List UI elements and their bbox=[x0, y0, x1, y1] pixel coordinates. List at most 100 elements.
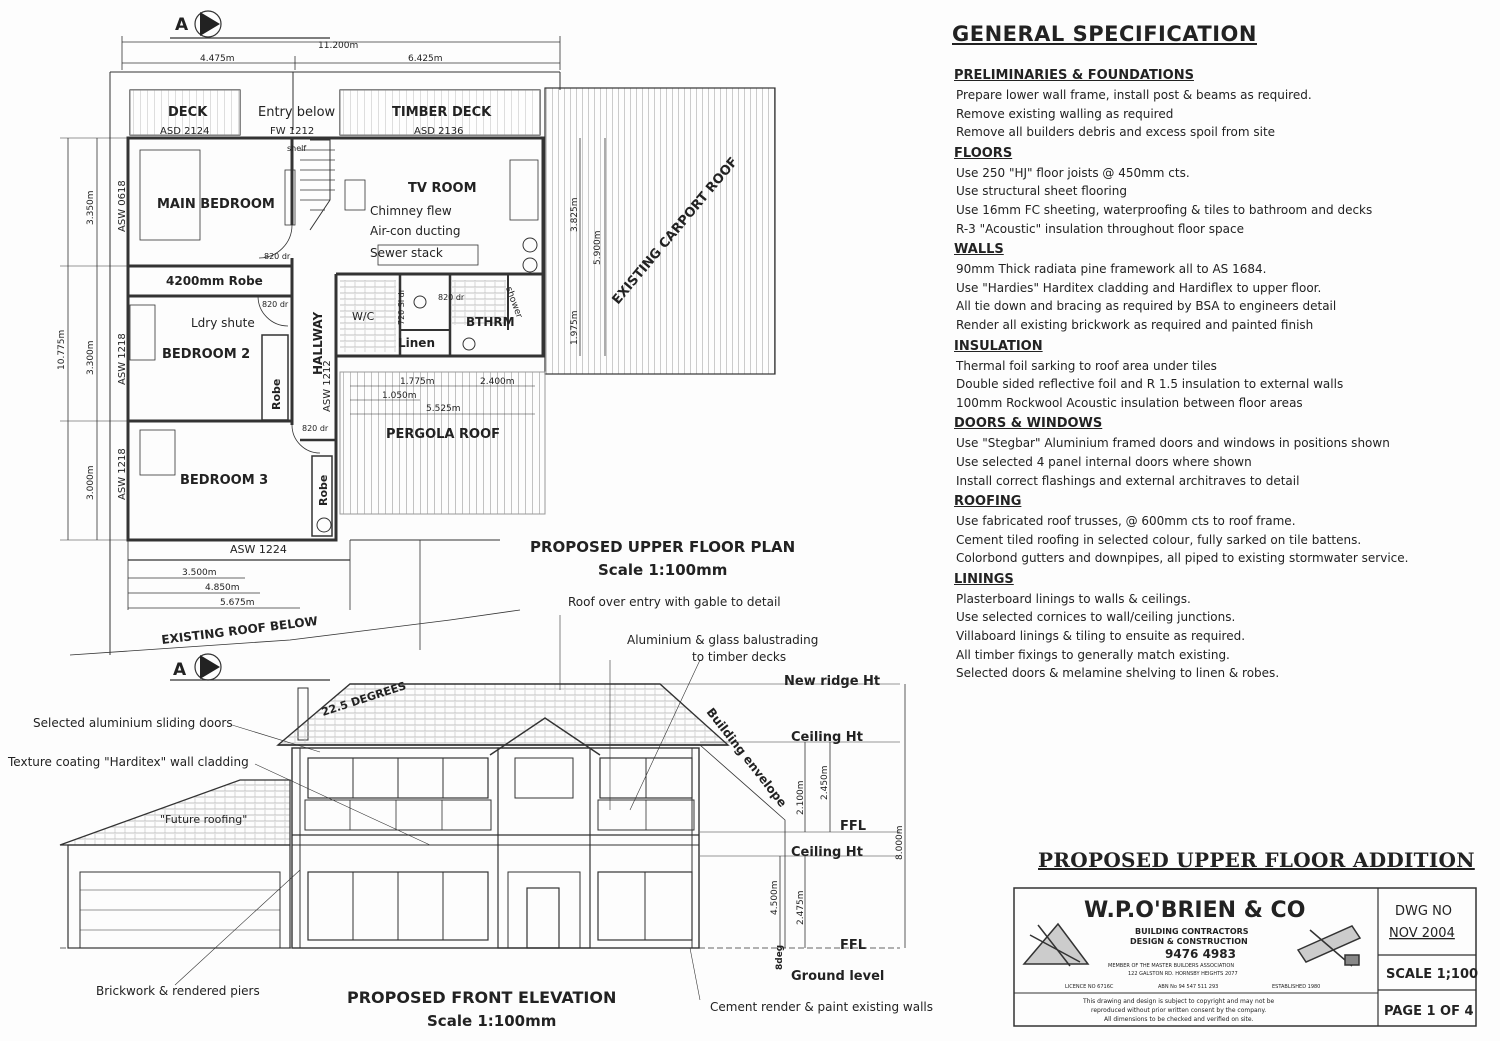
dwg-date: NOV 2004 bbox=[1389, 926, 1455, 941]
company-established: ESTABLISHED 1980 bbox=[1272, 984, 1320, 990]
spec-line: Use fabricated roof trusses, @ 600mm cts… bbox=[956, 514, 1296, 529]
spec-line: Remove all builders debris and excess sp… bbox=[956, 125, 1276, 140]
label-main-bedroom: MAIN BEDROOM bbox=[157, 197, 275, 212]
label-asw-0618: ASW 0618 bbox=[117, 180, 128, 232]
hammer-saw-logo-icon bbox=[1296, 925, 1362, 967]
label-door-2: 820 dr bbox=[262, 300, 289, 309]
section-marker-a-bottom: A bbox=[173, 660, 187, 680]
label-linen: Linen bbox=[398, 336, 435, 350]
drawing-title: PROPOSED UPPER FLOOR ADDITION bbox=[1038, 848, 1475, 872]
spec-line: All tie down and bracing as required by … bbox=[956, 299, 1337, 314]
label-timber-deck: TIMBER DECK bbox=[392, 105, 492, 120]
spec-line: Cement tiled roofing in selected colour,… bbox=[956, 532, 1362, 547]
title-block bbox=[1013, 887, 1477, 1027]
spec-line: Install correct flashings and external a… bbox=[956, 473, 1300, 488]
spec-line: Use 250 "HJ" floor joists @ 450mm cts. bbox=[956, 165, 1190, 180]
spec-line: 100mm Rockwool Acoustic insulation betwe… bbox=[956, 395, 1303, 410]
label-robe-1: Robe bbox=[270, 379, 283, 410]
dim-width-right: 6.425m bbox=[408, 54, 443, 64]
spec-heading: ROOFING bbox=[954, 494, 1022, 510]
spec-sections: PRELIMINARIES & FOUNDATIONS Prepare lower… bbox=[950, 68, 1490, 683]
section-marker-bottom bbox=[170, 653, 330, 681]
label-bedroom-3: BEDROOM 3 bbox=[180, 473, 268, 488]
floor-plan bbox=[60, 10, 776, 656]
label-wc: W/C bbox=[352, 310, 375, 323]
spec-section: ROOFING Use fabricated roof trusses, @ 60… bbox=[954, 494, 1490, 568]
dim-left-total: 10.775m bbox=[57, 330, 67, 370]
spec-line: R-3 "Acoustic" insulation throughout flo… bbox=[956, 221, 1245, 236]
spec-line: Prepare lower wall frame, install post &… bbox=[956, 88, 1312, 102]
dim-bottom-1: 3.500m bbox=[182, 568, 217, 578]
dim-left-3: 3.000m bbox=[86, 465, 96, 500]
company-phone: 9476 4983 bbox=[1165, 947, 1236, 961]
note-brickwork: Brickwork & rendered piers bbox=[96, 984, 260, 998]
company-member: MEMBER OF THE MASTER BUILDERS ASSOCIATIO… bbox=[1108, 963, 1234, 969]
level-ground: Ground level bbox=[791, 969, 884, 984]
label-sewer: Sewer stack bbox=[370, 246, 443, 260]
spec-heading: PRELIMINARIES & FOUNDATIONS bbox=[954, 68, 1194, 83]
label-asw-1218-b: ASW 1218 bbox=[117, 448, 128, 500]
copyright-2: reproduced without prior written consent… bbox=[1091, 1007, 1266, 1014]
floor-plan-scale: Scale 1:100mm bbox=[598, 561, 727, 579]
spec-title: GENERAL SPECIFICATION bbox=[952, 22, 1257, 46]
note-building-envelope: Building envelope bbox=[704, 705, 790, 809]
general-specification: GENERAL SPECIFICATION PRELIMINARIES & FO… bbox=[950, 22, 1490, 687]
dwg-page: PAGE 1 OF 4 bbox=[1384, 1004, 1474, 1019]
label-shelf: shelf bbox=[287, 144, 306, 153]
label-existing-roof: EXISTING ROOF BELOW bbox=[161, 614, 319, 647]
spec-line: Use "Hardies" Harditex cladding and Hard… bbox=[956, 280, 1322, 295]
label-asd-left: ASD 2124 bbox=[160, 126, 210, 137]
dwg-no-label: DWG NO bbox=[1395, 904, 1452, 919]
company-abn: ABN No 94 547 511 293 bbox=[1158, 984, 1218, 990]
level-ceiling-upper: Ceiling Ht bbox=[791, 730, 863, 745]
spec-line: Use selected 4 panel internal doors wher… bbox=[956, 454, 1252, 469]
label-deck: DECK bbox=[168, 105, 208, 120]
label-chimney: Chimney flew bbox=[370, 204, 452, 218]
label-bedroom-2: BEDROOM 2 bbox=[162, 347, 250, 362]
dwg-scale: SCALE 1;100 bbox=[1386, 967, 1478, 982]
label-entry-below: Entry below bbox=[258, 105, 336, 120]
label-asw-1212: ASW 1212 bbox=[322, 360, 333, 412]
label-fw: FW 1212 bbox=[270, 126, 314, 137]
label-hallway: HALLWAY bbox=[311, 311, 325, 375]
spec-line: Remove existing walling as required bbox=[956, 106, 1174, 121]
spec-line: 90mm Thick radiata pine framework all to… bbox=[956, 262, 1267, 277]
dim-bottom-2: 4.850m bbox=[205, 583, 240, 593]
spec-line: Use 16mm FC sheeting, waterproofing & ti… bbox=[956, 202, 1373, 217]
dim-right-total: 5.900m bbox=[593, 230, 603, 265]
level-new-ridge: New ridge Ht bbox=[784, 674, 880, 689]
company-licence: LICENCE NO 6716C bbox=[1065, 984, 1114, 990]
label-sl-dr: 720 Sl dr bbox=[397, 288, 406, 325]
dim-left-1: 3.350m bbox=[86, 190, 96, 225]
level-ffl-lower: FFL bbox=[840, 938, 866, 953]
dim-8deg: 8deg bbox=[775, 945, 785, 970]
dim-2100: 2.100m bbox=[796, 780, 806, 815]
spec-line: Render all existing brickwork as require… bbox=[956, 317, 1314, 332]
spec-line: All timber fixings to generally match ex… bbox=[956, 647, 1230, 662]
spec-heading: LININGS bbox=[954, 571, 1014, 587]
label-asd-right: ASD 2136 bbox=[414, 126, 464, 137]
dim-right-1: 3.825m bbox=[570, 197, 580, 232]
label-aircon: Air-con ducting bbox=[370, 224, 460, 238]
label-ldry-shute: Ldry shute bbox=[191, 316, 255, 330]
spec-line: Selected doors & melamine shelving to li… bbox=[956, 666, 1280, 681]
dim-8000: 8.000m bbox=[895, 825, 905, 860]
company-line-2: DESIGN & CONSTRUCTION bbox=[1130, 937, 1248, 946]
label-robe-2: Robe bbox=[317, 475, 330, 506]
set-square-logo-icon bbox=[1022, 922, 1090, 967]
note-balustrading-2: to timber decks bbox=[692, 650, 786, 664]
note-texture: Texture coating "Harditex" wall cladding bbox=[7, 755, 249, 769]
dim-pergola-1: 1.775m bbox=[400, 377, 435, 387]
spec-heading: INSULATION bbox=[954, 338, 1043, 354]
section-marker-top bbox=[170, 10, 330, 39]
copyright-1: This drawing and design is subject to co… bbox=[1082, 998, 1275, 1005]
label-bthrm: BTHRM bbox=[466, 315, 515, 329]
dim-4500: 4.500m bbox=[770, 880, 780, 915]
label-door-3: 820 dr bbox=[438, 293, 465, 302]
